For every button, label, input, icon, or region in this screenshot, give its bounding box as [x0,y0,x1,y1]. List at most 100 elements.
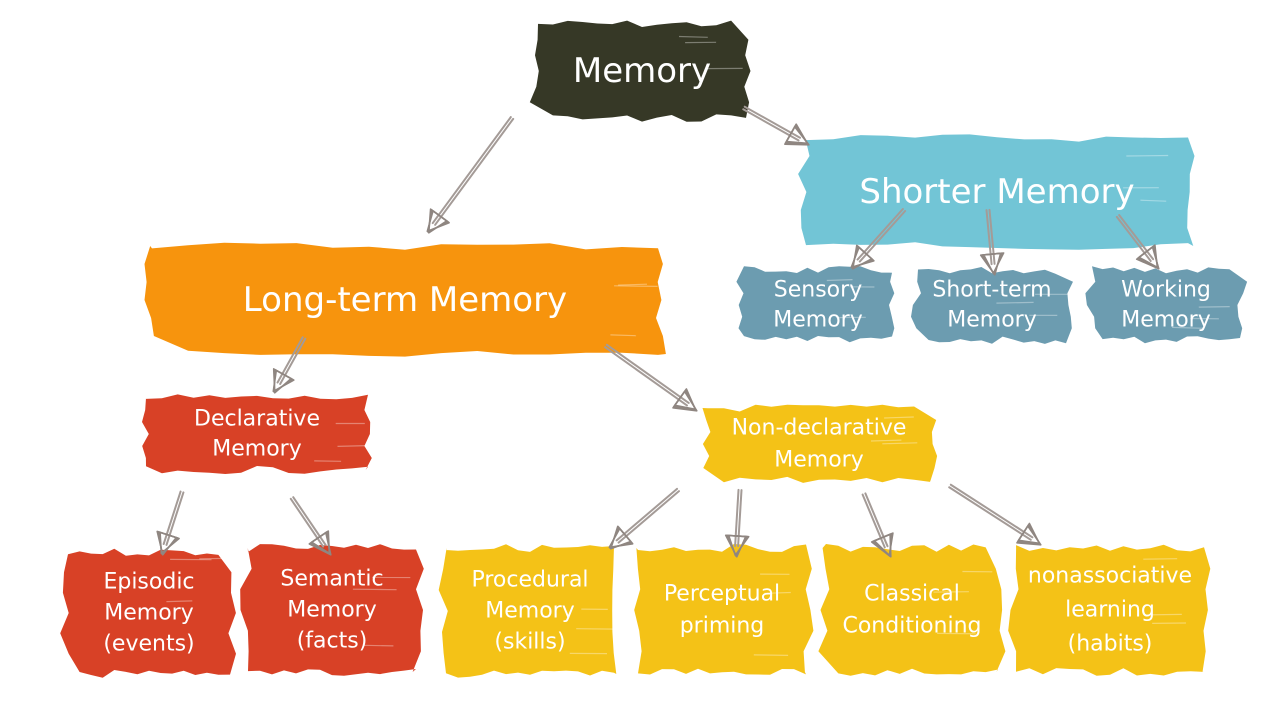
arrow-non-declarative-to-classical-head [870,533,892,558]
arrow-long-term-to-non-declarative-shaft [605,343,690,404]
arrow-memory-to-long-term-shaft [434,117,515,226]
node-classical-conditioning-shape [818,544,1006,676]
arrow-shorter-to-working-head [1135,246,1160,270]
node-non-declarative-memory-label-line: Memory [774,448,863,473]
arrow-declarative-to-episodic-head [156,530,177,556]
connector-arrows [156,105,1160,558]
node-long-term-memory-brush-streak [610,334,637,337]
node-semantic-memory-brush-streak [352,588,397,591]
node-nonassociative-learning-shape [1008,544,1211,676]
node-procedural-memory-label-line: Procedural [471,568,588,593]
arrow-memory-to-long-term-shaft [431,116,512,225]
arrow-memory-to-long-term [426,116,515,234]
node-declarative-memory [142,394,372,474]
arrow-memory-to-shorter-head [784,126,810,146]
node-working-memory-brush-streak [1172,326,1204,329]
arrow-shorter-to-short-term-shaft [985,209,993,266]
node-long-term-memory [144,242,666,357]
node-sensory-memory-shape [736,266,895,343]
node-procedural-memory [438,544,617,678]
node-memory-brush-streak [678,35,708,38]
arrow-declarative-to-semantic-shaft [289,497,325,548]
arrow-non-declarative-to-classical-shaft [864,492,889,548]
arrow-long-term-to-non-declarative-shaft [604,346,688,407]
node-classical-conditioning [818,544,1006,676]
node-short-term-memory-shape [911,267,1073,344]
node-semantic-memory-label-line: (facts) [297,629,368,654]
arrow-long-term-to-declarative-shaft [276,336,304,384]
arrow-declarative-to-semantic-shaft [292,496,327,546]
arrow-non-declarative-to-nonassociative [948,483,1042,546]
node-nonassociative-learning-brush-streak [1143,558,1178,560]
node-short-term-memory-label-line: Memory [947,308,1036,333]
node-episodic-memory-label-line: Episodic [103,570,194,595]
arrow-non-declarative-to-procedural-shaft [617,490,680,544]
node-episodic-memory-brush-streak [166,600,193,603]
arrow-non-declarative-to-nonassociative-shaft [948,486,1032,541]
node-sensory-memory-brush-streak [826,279,853,282]
arrow-declarative-to-episodic [156,490,185,556]
node-short-term-memory-label-line: Short-term [932,278,1051,303]
arrow-declarative-to-semantic [289,496,332,556]
node-semantic-memory [240,544,424,676]
node-semantic-memory-brush-streak [363,644,394,647]
arrow-shorter-to-short-term-head [979,252,1002,276]
node-episodic-memory-shape [60,548,237,678]
arrow-non-declarative-to-procedural-shaft [615,487,679,542]
arrow-shorter-to-sensory [850,207,907,270]
node-semantic-memory-shape [240,544,424,676]
node-semantic-memory-label-line: Memory [287,598,376,623]
node-non-declarative-memory-shape [702,404,938,483]
node-classical-conditioning-label-line: Classical [864,582,960,607]
node-long-term-memory-label-line: Long-term Memory [243,280,567,320]
node-memory [529,20,751,122]
node-shorter-memory-label-line: Shorter Memory [859,172,1134,212]
node-perceptual-priming [634,544,814,675]
arrow-non-declarative-to-perceptual [724,488,750,558]
node-nonassociative-learning-label-line: (habits) [1068,632,1153,657]
node-perceptual-priming-brush-streak [753,654,789,656]
node-episodic-memory [60,548,237,678]
node-classical-conditioning-label-line: Conditioning [842,614,981,639]
node-nonassociative-learning [1008,544,1211,676]
arrow-memory-to-long-term-head [428,208,448,234]
node-long-term-memory-brush-streak [614,285,658,287]
node-perceptual-priming-brush-streak [764,591,791,594]
arrow-declarative-to-semantic-head [308,531,332,556]
node-nonassociative-learning-brush-streak [1146,613,1182,616]
arrow-non-declarative-to-procedural-head [610,525,632,550]
arrow-long-term-to-non-declarative [604,343,698,412]
arrow-shorter-to-short-term [979,208,1005,276]
node-working-memory-shape [1085,266,1248,344]
node-declarative-memory-label-line: Memory [212,437,301,462]
node-sensory-memory [736,266,895,343]
arrow-non-declarative-to-classical [861,492,894,558]
node-memory-label-line: Memory [573,51,711,91]
arrow-shorter-to-working [1115,214,1160,270]
node-procedural-memory-label-line: Memory [485,599,574,624]
arrow-memory-to-shorter [742,105,810,146]
node-perceptual-priming-label-line: Perceptual [664,582,780,607]
node-nonassociative-learning-label-line: nonassociative [1028,564,1192,589]
arrow-long-term-to-non-declarative-head [672,390,698,412]
node-episodic-memory-label-line: Memory [104,601,193,626]
arrow-non-declarative-to-classical-shaft [861,493,886,549]
node-non-declarative-memory-brush-streak [870,439,902,442]
node-long-term-memory-brush-streak [618,283,648,286]
node-memory-shape [529,20,751,122]
node-long-term-memory-shape [144,242,666,357]
node-sensory-memory-label-line: Memory [773,308,862,333]
arrow-non-declarative-to-nonassociative-shaft [949,483,1034,539]
node-declarative-memory-shape [142,394,372,474]
node-working-memory-label-line: Working [1121,278,1211,303]
arrow-shorter-to-sensory-shaft [858,210,907,263]
node-working-memory [1085,266,1248,344]
node-short-term-memory [911,267,1079,344]
node-declarative-memory-brush-streak [337,445,367,447]
arrow-shorter-to-short-term-shaft [988,208,996,265]
arrow-shorter-to-sensory-head [852,244,873,270]
node-working-memory-brush-streak [1198,306,1230,308]
node-non-declarative-memory [702,404,938,483]
